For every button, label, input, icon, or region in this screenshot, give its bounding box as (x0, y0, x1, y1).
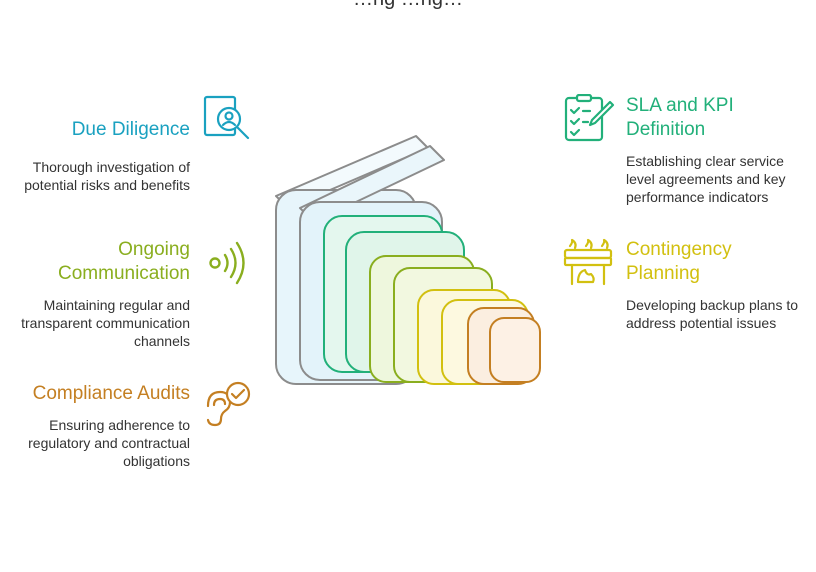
item-title: Due Diligence (71, 119, 190, 140)
item-sla-kpi: SLA and KPI Definition Establishing clea… (626, 94, 806, 206)
ear-check-icon (206, 381, 251, 427)
item-description: Ensuring adherence to regulatory and con… (28, 417, 190, 469)
item-title: Ongoing Communication (58, 239, 190, 284)
item-ongoing-communication: Ongoing Communication Maintaining regula… (10, 238, 190, 350)
item-description: Thorough investigation of potential risk… (24, 159, 190, 193)
item-description: Maintaining regular and transparent comm… (21, 297, 190, 349)
item-description: Establishing clear service level agreeme… (626, 153, 786, 205)
item-due-diligence: Due Diligence Thorough investigation of … (10, 118, 190, 194)
search-person-icon (203, 95, 250, 140)
clipboard-checklist-icon (564, 94, 615, 142)
item-contingency: Contingency Planning Developing backup p… (626, 238, 806, 332)
item-compliance-audits: Compliance Audits Ensuring adherence to … (10, 382, 190, 470)
diagram-title: …ng …ng… (0, 0, 816, 11)
item-title: Compliance Audits (32, 383, 190, 404)
item-description: Developing backup plans to address poten… (626, 297, 799, 331)
nested-squares-graphic (275, 135, 541, 385)
layer-orange-front (489, 317, 541, 383)
item-title: Contingency Planning (626, 239, 732, 284)
fire-barrier-icon (563, 238, 613, 286)
item-title: SLA and KPI Definition (626, 95, 734, 140)
signal-waves-icon (209, 241, 245, 285)
